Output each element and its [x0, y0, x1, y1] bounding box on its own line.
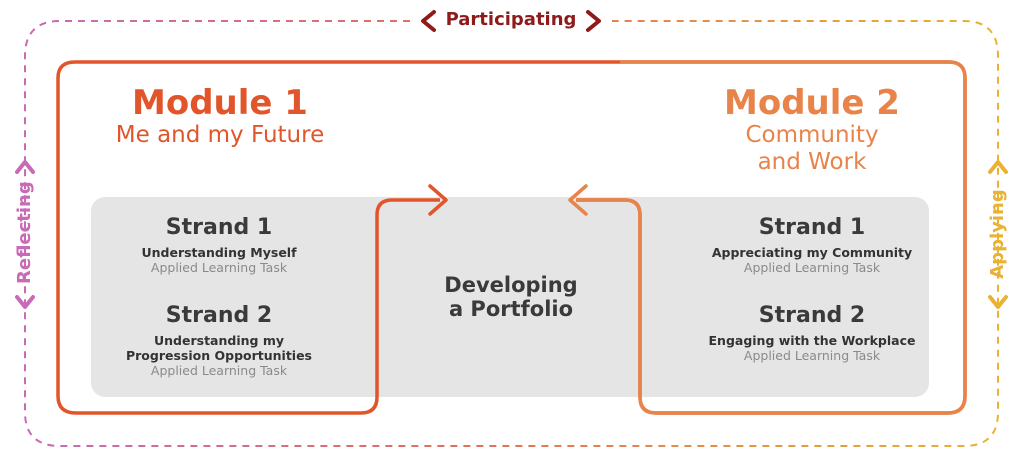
strand-name: Understanding my — [154, 333, 284, 348]
center-line-2: a Portfolio — [448, 297, 574, 321]
strand-title: Strand 2 — [758, 303, 866, 328]
module2-subtitle-line1: Community — [745, 122, 879, 148]
module1-header: Module 1 Me and my Future — [90, 84, 350, 149]
strand-task: Applied Learning Task — [150, 363, 288, 378]
left-strand-2: Strand 2 Understanding my Progression Op… — [96, 303, 342, 378]
chevron-left-icon — [421, 10, 436, 32]
strand-task: Applied Learning Task — [743, 348, 881, 363]
participating-label: Participating — [445, 9, 577, 30]
reflecting-label: Reflecting — [14, 181, 35, 284]
module1-subtitle: Me and my Future — [115, 122, 325, 148]
strand-name: Appreciating my Community — [711, 245, 913, 260]
strand-title: Strand 1 — [165, 215, 273, 240]
chevron-up-icon — [15, 160, 35, 174]
strand-title: Strand 1 — [758, 215, 866, 240]
module2-subtitle-line2: and Work — [757, 149, 867, 175]
module2-outline — [576, 60, 967, 415]
chevron-up-icon — [988, 160, 1008, 174]
strand-name: Understanding Myself — [141, 245, 297, 260]
center-line-1: Developing — [444, 273, 578, 297]
strand-task: Applied Learning Task — [743, 260, 881, 275]
module2-header: Module 2 Community and Work — [682, 84, 942, 176]
chevron-right-icon — [586, 10, 601, 32]
strand-title: Strand 2 — [165, 303, 273, 328]
strand-name: Progression Opportunities — [125, 348, 313, 363]
strand-name: Engaging with the Workplace — [708, 333, 916, 348]
chevron-down-icon — [988, 295, 1008, 309]
developing-portfolio: Developing a Portfolio — [411, 273, 611, 321]
applying-label: Applying — [987, 189, 1008, 279]
module2-title: Module 2 — [724, 83, 900, 123]
left-strand-1: Strand 1 Understanding Myself Applied Le… — [96, 215, 342, 275]
arrowhead-left — [568, 184, 588, 216]
chevron-down-icon — [15, 295, 35, 309]
module1-title: Module 1 — [132, 83, 308, 123]
right-strand-1: Strand 1 Appreciating my Community Appli… — [680, 215, 944, 275]
arrowhead-right — [428, 184, 448, 216]
strand-task: Applied Learning Task — [150, 260, 288, 275]
strands-panel — [91, 197, 929, 397]
right-strand-2: Strand 2 Engaging with the Workplace App… — [680, 303, 944, 363]
